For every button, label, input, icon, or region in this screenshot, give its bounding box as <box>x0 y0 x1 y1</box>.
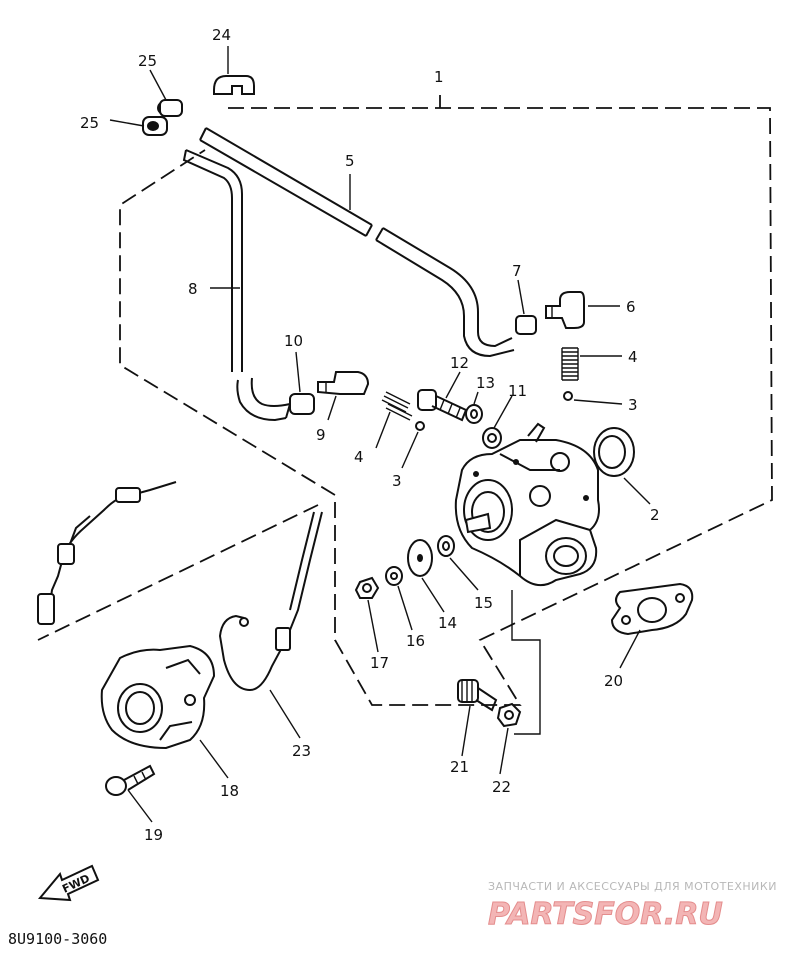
cap-part-25-upper <box>157 99 183 117</box>
washer-part-13 <box>465 404 483 424</box>
callout-8: 8 <box>188 280 198 298</box>
callout-12: 12 <box>450 354 469 372</box>
callout-11: 11 <box>508 382 527 400</box>
elbow-fitting-part-6 <box>545 291 585 329</box>
callout-18: 18 <box>220 782 239 800</box>
callout-24: 24 <box>212 26 231 44</box>
callout-3-upper: 3 <box>628 396 638 414</box>
callout-7: 7 <box>512 262 522 280</box>
hose-part-8 <box>182 149 291 422</box>
cap-part-25-lower <box>142 116 168 136</box>
callout-16: 16 <box>406 632 425 650</box>
gasket-part-20 <box>610 582 694 636</box>
sleeve-part-7 <box>515 315 537 335</box>
washer-part-11 <box>482 427 502 449</box>
callout-13: 13 <box>476 374 495 392</box>
callout-19: 19 <box>144 826 163 844</box>
cable-part-23 <box>218 511 323 692</box>
bolt-part-21 <box>457 679 498 712</box>
elbow-fitting-part-9 <box>317 371 370 395</box>
callout-21: 21 <box>450 758 469 776</box>
nut-part-17 <box>354 576 380 599</box>
callout-20: 20 <box>604 672 623 690</box>
oil-pump-body <box>454 422 600 587</box>
watermark: ЗАПЧАСТИ И АКСЕССУАРЫ ДЛЯ МОТОТЕХНИКИ PA… <box>488 880 777 933</box>
callout-25-lower: 25 <box>80 114 99 132</box>
nut-part-22 <box>496 702 522 728</box>
hose-part-5 <box>199 127 515 358</box>
callout-6: 6 <box>626 298 636 316</box>
spring-part-4-upper <box>561 347 579 381</box>
callout-4-upper: 4 <box>628 348 638 366</box>
clip-part-24 <box>213 75 255 95</box>
cable-assembly <box>37 481 177 625</box>
watermark-logo: PARTSFOR.RU <box>488 897 723 932</box>
fwd-label: FWD <box>60 872 92 896</box>
callout-25-upper: 25 <box>138 52 157 70</box>
callout-9: 9 <box>316 426 326 444</box>
callout-5: 5 <box>345 152 355 170</box>
spring-part-4-lower <box>381 391 413 421</box>
callout-23: 23 <box>292 742 311 760</box>
callout-3-lower: 3 <box>392 472 402 490</box>
callout-labels: 1 2 3 3 4 4 5 6 7 8 9 10 11 12 13 14 15 … <box>80 26 660 844</box>
diagram-code: 8U9100-3060 <box>8 930 107 948</box>
callout-4-lower: 4 <box>354 448 364 466</box>
assembly-1-outline <box>37 95 773 706</box>
callout-15: 15 <box>474 594 493 612</box>
callout-2: 2 <box>650 506 660 524</box>
callout-1: 1 <box>434 68 444 86</box>
callout-10: 10 <box>284 332 303 350</box>
bolt-part-12 <box>417 389 468 422</box>
callout-17: 17 <box>370 654 389 672</box>
ball-part-3-upper <box>563 391 573 401</box>
forward-arrow-icon: FWD <box>37 864 100 902</box>
bolt-part-19 <box>105 764 156 796</box>
oil-seal-part-2 <box>593 427 635 477</box>
ball-part-3-lower <box>415 421 425 431</box>
washer-part-15 <box>437 535 455 557</box>
gear-part-14 <box>407 539 433 577</box>
leader-lines <box>109 46 651 823</box>
callout-22: 22 <box>492 778 511 796</box>
callout-14: 14 <box>438 614 457 632</box>
washer-part-16 <box>385 566 403 586</box>
servo-cover-part-18 <box>100 644 216 750</box>
sleeve-part-10 <box>289 393 315 415</box>
watermark-tagline: ЗАПЧАСТИ И АКСЕССУАРЫ ДЛЯ МОТОТЕХНИКИ <box>488 880 777 893</box>
